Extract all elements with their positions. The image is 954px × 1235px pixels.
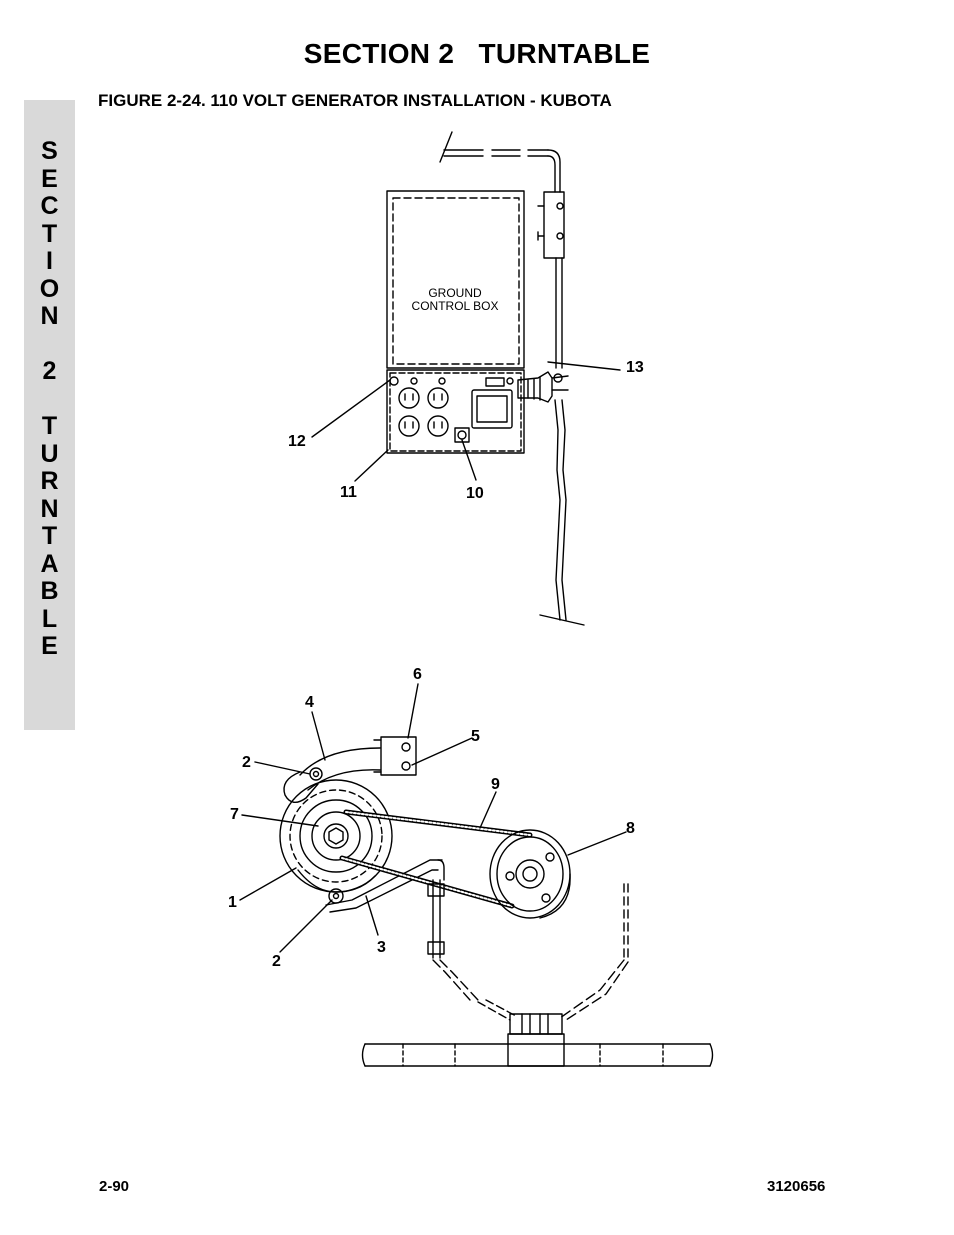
callout-1: 1 <box>228 894 237 911</box>
callout-4: 4 <box>305 694 314 711</box>
leader-12 <box>311 379 391 438</box>
callout-2b: 2 <box>272 953 281 970</box>
side-tab-letter: S <box>41 137 58 165</box>
leader-4 <box>311 711 326 761</box>
callout-8: 8 <box>626 820 635 837</box>
leader-8 <box>567 831 627 856</box>
leader-6 <box>407 683 419 739</box>
leader-13 <box>547 361 621 371</box>
mounting-bracket <box>543 191 565 259</box>
nut-icon <box>328 827 344 845</box>
side-tab-letter: T <box>41 412 58 440</box>
side-tab-letter: C <box>40 192 59 220</box>
box-label-line1: GROUND <box>428 286 482 300</box>
support-stand <box>432 879 441 959</box>
box-label-line2: CONTROL BOX <box>412 299 499 313</box>
vertical-conduit <box>555 257 563 369</box>
conduit-base-line <box>539 614 585 626</box>
callout-13: 13 <box>626 359 644 376</box>
bolt-icon <box>309 767 323 781</box>
lower-leader-lines <box>239 683 627 953</box>
cable-end-line <box>439 131 453 163</box>
leader-5 <box>411 737 473 766</box>
callout-12: 12 <box>288 433 306 450</box>
callout-5: 5 <box>471 728 480 745</box>
generator-pulley <box>311 811 361 861</box>
frame-rail <box>364 1043 711 1067</box>
callout-3: 3 <box>377 939 386 956</box>
side-tab-letter: N <box>40 302 59 330</box>
leader-2a <box>254 761 311 775</box>
upper-leader-lines <box>311 361 621 482</box>
outlet-icon <box>427 387 449 409</box>
side-tab-letter: E <box>41 632 58 660</box>
mount-bracket <box>325 859 443 906</box>
side-tab-letter: N <box>40 494 59 523</box>
callout-10: 10 <box>466 485 484 502</box>
side-tab-letter: A <box>40 549 59 578</box>
side-tab-letter: E <box>41 164 58 193</box>
adjust-bracket <box>380 736 417 776</box>
callout-9: 9 <box>491 776 500 793</box>
leader-9 <box>479 791 497 829</box>
callout-2a: 2 <box>242 754 251 771</box>
side-tab-letters: S E C T I O N 2 T U R N T A B L E <box>24 137 75 661</box>
side-tab-letter: R <box>40 467 59 495</box>
leader-11 <box>354 449 389 482</box>
side-tab-letter: I <box>46 247 53 275</box>
outlet-icon <box>398 415 420 437</box>
side-tab-letter: T <box>41 219 58 248</box>
leader-2b <box>279 899 333 953</box>
leader-1 <box>239 867 297 901</box>
side-tab-letter: L <box>41 604 58 633</box>
ground-control-box-drawing <box>386 131 585 626</box>
section-side-tab: S E C T I O N 2 T U R N T A B L E <box>24 100 75 730</box>
side-tab-letter: 2 <box>42 357 57 385</box>
engine-pulley <box>489 829 571 919</box>
callout-11: 11 <box>340 484 357 501</box>
side-tab-letter: U <box>40 439 59 468</box>
ground-control-box <box>386 190 525 369</box>
generator-outlet-panel <box>386 369 525 454</box>
adjust-arm <box>299 747 381 791</box>
breaker-icon <box>471 389 513 429</box>
callout-6: 6 <box>413 666 422 683</box>
outlet-icon <box>427 415 449 437</box>
leader-3 <box>365 895 379 936</box>
section-title: SECTION 2 TURNTABLE <box>303 38 651 69</box>
side-tab-letter: O <box>39 274 60 303</box>
figure-caption: FIGURE 2-24. 110 VOLT GENERATOR INSTALLA… <box>98 91 612 110</box>
outlet-icon <box>398 387 420 409</box>
cable-gland-icon <box>517 371 553 403</box>
generator-body <box>279 779 393 893</box>
side-tab-letter: B <box>40 577 59 605</box>
leader-10 <box>461 439 477 481</box>
leader-7 <box>241 814 319 827</box>
callout-7: 7 <box>230 806 239 823</box>
side-tab-letter: T <box>41 522 58 550</box>
generator-belt-drawing <box>279 736 714 1067</box>
page-number: 2-90 <box>99 1178 130 1195</box>
document-number: 3120656 <box>767 1178 826 1195</box>
